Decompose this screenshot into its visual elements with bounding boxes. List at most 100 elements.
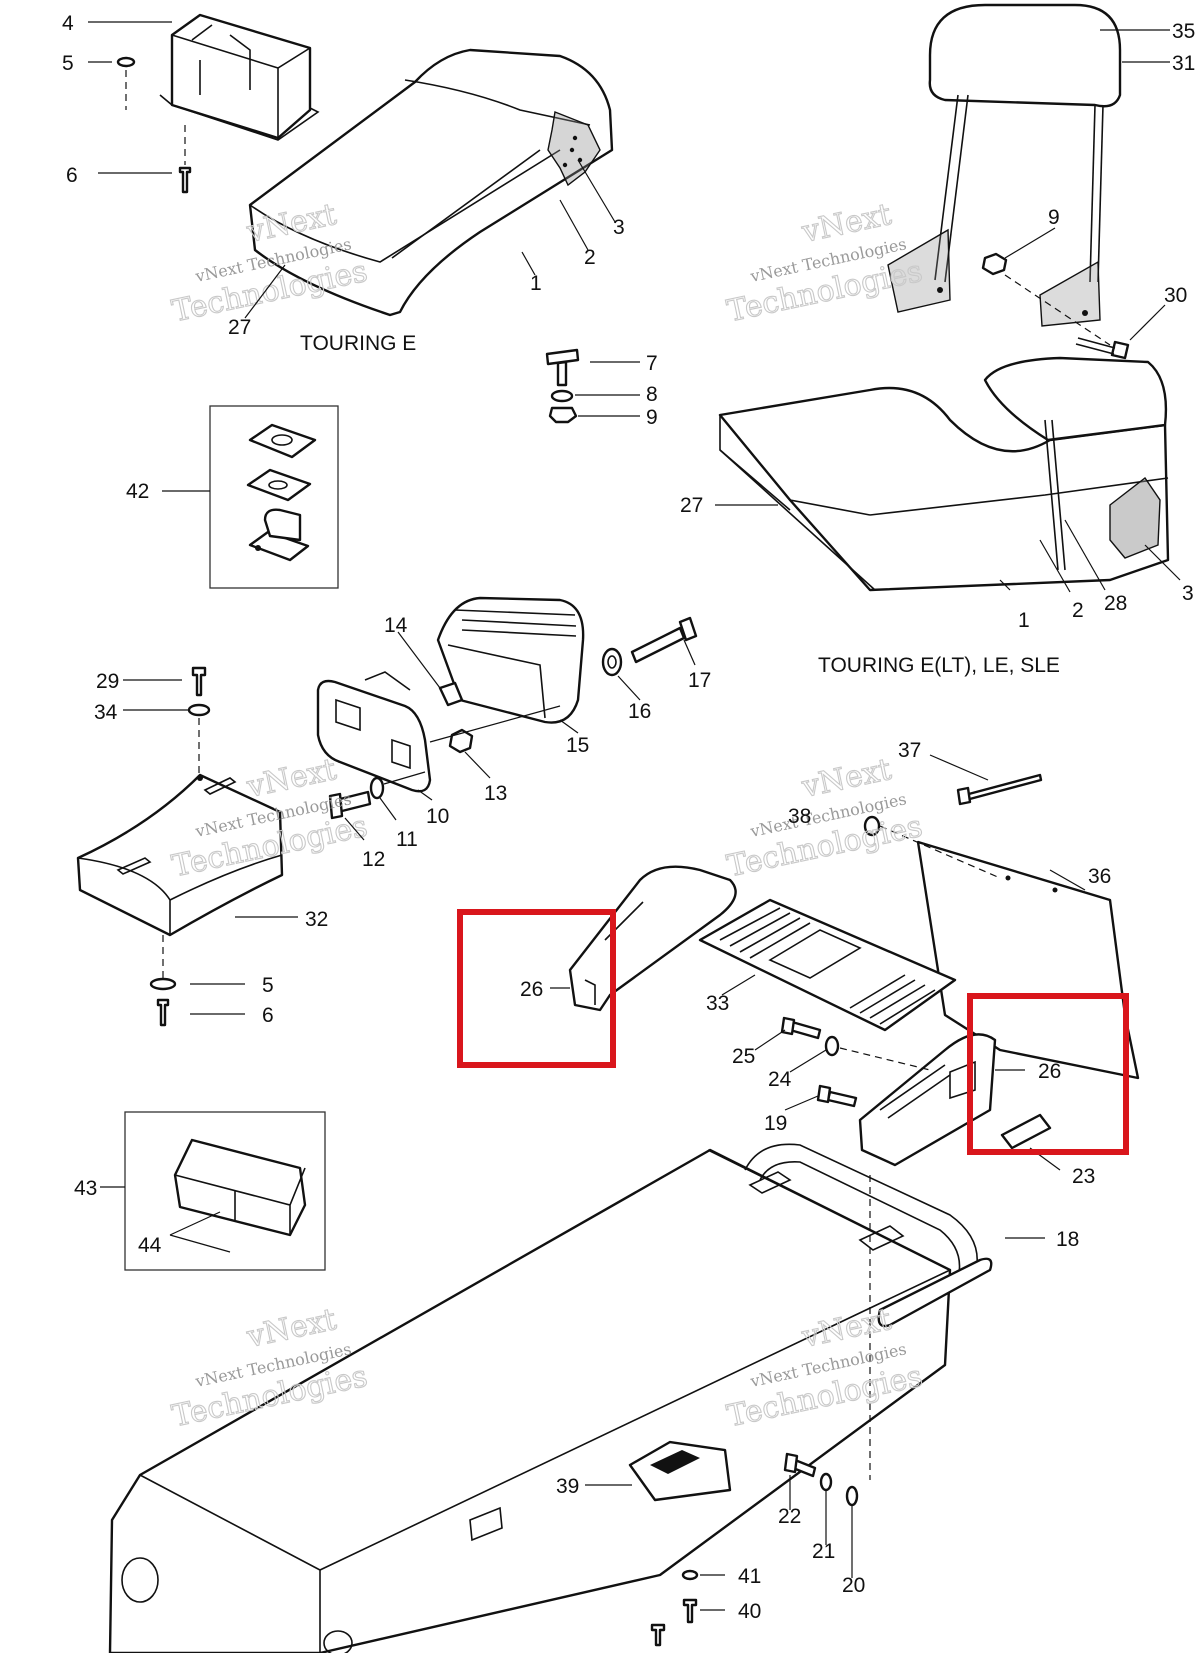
- watermark-2: vNext vNext Technologies Technologies: [723, 197, 926, 330]
- callout-29: 29: [96, 670, 119, 693]
- callout-6: 6: [66, 164, 78, 187]
- callout-10: 10: [426, 805, 449, 828]
- backrest: [887, 3, 1122, 327]
- cover-32: [76, 773, 284, 937]
- callout-27: 27: [228, 316, 251, 339]
- screw-40: [650, 1598, 698, 1647]
- handle-26-right: [858, 1033, 997, 1167]
- callout-33: 33: [706, 992, 729, 1015]
- callout-42: 42: [126, 480, 149, 503]
- callout-21: 21: [812, 1540, 835, 1563]
- washer-5: [116, 56, 136, 68]
- callout-5: 5: [62, 52, 74, 75]
- washer-8: [550, 389, 574, 403]
- step-plate-33: [698, 898, 957, 1032]
- callout-35: 35: [1172, 20, 1195, 43]
- callout-30: 30: [1164, 284, 1187, 307]
- callout-9: 9: [1048, 206, 1060, 229]
- callout-20: 20: [842, 1574, 865, 1597]
- callout-26-right: 26: [1038, 1060, 1061, 1083]
- caption-touring-e: TOURING E: [300, 332, 416, 355]
- callout-4: 4: [62, 12, 74, 35]
- highlight-box-26-left: [457, 909, 616, 1068]
- screw-6b: [156, 998, 170, 1027]
- bolt-19: [816, 1084, 858, 1108]
- bolt-12: [328, 790, 372, 820]
- callout-22: 22: [778, 1505, 801, 1528]
- rivet-37: [956, 773, 1043, 806]
- callout-18: 18: [1056, 1228, 1079, 1251]
- washer-20: [845, 1485, 859, 1507]
- callout-7: 7: [646, 352, 658, 375]
- nut-9: [981, 252, 1008, 276]
- bolt-17: [630, 616, 698, 664]
- caption-touring-elt: TOURING E(LT), LE, SLE: [818, 654, 1060, 677]
- callout-25: 25: [732, 1045, 755, 1068]
- pad-23: [1000, 1113, 1052, 1150]
- washer-16: [601, 647, 623, 677]
- callout-5b: 5: [262, 974, 274, 997]
- bolt-7: [545, 348, 580, 387]
- seat-touring-elt: [718, 356, 1170, 592]
- washer-38: [863, 815, 881, 837]
- callout-6b: 6: [262, 1004, 274, 1027]
- washer-41: [681, 1569, 699, 1581]
- watermark-4: vNext vNext Technologies Technologies: [723, 752, 926, 885]
- taillight-lens-15: [436, 596, 585, 724]
- callout-39: 39: [556, 1475, 579, 1498]
- bolt-22: [783, 1452, 817, 1478]
- callout-23: 23: [1072, 1165, 1095, 1188]
- callout-31: 31: [1172, 52, 1195, 75]
- callout-26-left: 26: [520, 978, 543, 1001]
- callout-34: 34: [94, 701, 118, 724]
- callout-1b: 1: [1018, 609, 1030, 632]
- leader-lines: [88, 21, 1181, 1611]
- callout-41: 41: [738, 1565, 761, 1588]
- bulb-14: [438, 681, 464, 707]
- nut-9b: [548, 406, 578, 424]
- washer-34: [187, 703, 211, 717]
- washer-24: [824, 1035, 840, 1057]
- callout-8: 8: [646, 383, 658, 406]
- box-43: [124, 1111, 326, 1271]
- callout-40: 40: [738, 1600, 761, 1623]
- callout-1: 1: [530, 272, 542, 295]
- screw-6: [178, 166, 192, 194]
- washer-11: [369, 776, 385, 800]
- callout-19: 19: [764, 1112, 787, 1135]
- callout-28: 28: [1104, 592, 1127, 615]
- callout-44: 44: [138, 1234, 162, 1257]
- washer-5b: [149, 977, 177, 991]
- callout-27b: 27: [680, 494, 703, 517]
- callout-32: 32: [305, 908, 328, 931]
- seat-base-box: [159, 13, 320, 141]
- callout-36: 36: [1088, 865, 1111, 888]
- housing-10: [316, 671, 432, 793]
- callout-3b: 3: [1182, 582, 1194, 605]
- callout-14: 14: [384, 614, 408, 637]
- seat-touring-e: [248, 48, 614, 317]
- washer-21: [819, 1472, 833, 1492]
- callout-38: 38: [788, 805, 811, 828]
- callout-15: 15: [566, 734, 589, 757]
- callout-12: 12: [362, 848, 385, 871]
- callout-16: 16: [628, 700, 651, 723]
- callout-37: 37: [898, 739, 921, 762]
- tunnel-chassis: [108, 1143, 993, 1653]
- callout-9b: 9: [646, 406, 658, 429]
- highlight-box-26-right: [967, 993, 1129, 1155]
- callout-43: 43: [74, 1177, 97, 1200]
- callout-24: 24: [768, 1068, 792, 1091]
- callouts: 4 5 6 1 2 3 27 TOURING E 35 31 9 30 7 8 …: [62, 12, 1195, 1623]
- callout-13: 13: [484, 782, 507, 805]
- box-42: [209, 405, 339, 589]
- callout-2b: 2: [1072, 599, 1084, 622]
- callout-2: 2: [584, 246, 596, 269]
- bolt-25: [780, 1016, 822, 1040]
- callout-3: 3: [613, 216, 625, 239]
- bolt-30: [1075, 337, 1130, 360]
- screw-29: [191, 666, 207, 697]
- callout-11: 11: [396, 828, 418, 851]
- callout-17: 17: [688, 669, 711, 692]
